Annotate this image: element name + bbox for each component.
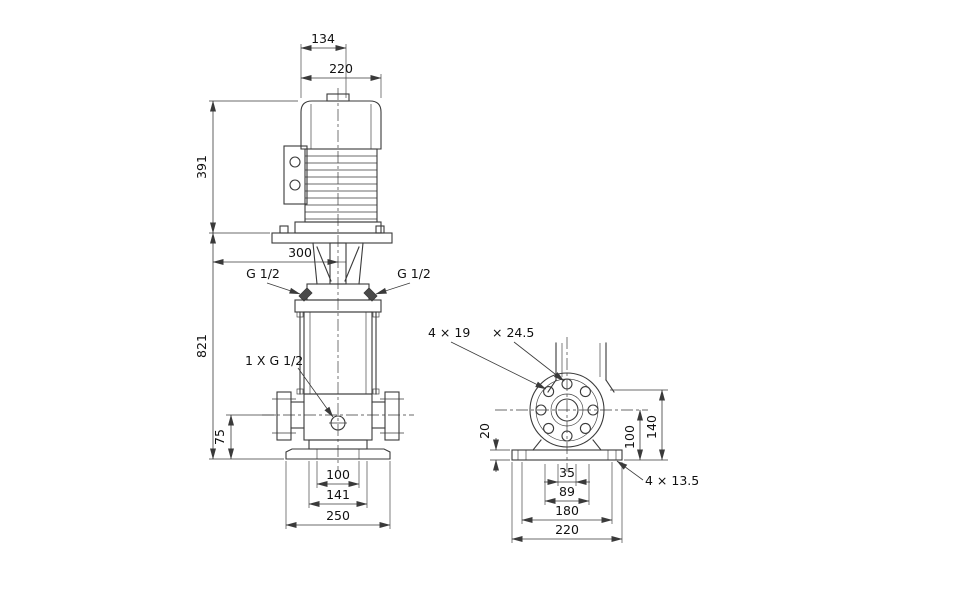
gauge-port-left-label: G 1/2 bbox=[246, 266, 280, 281]
dim-140: 140 bbox=[644, 415, 659, 439]
cable-entry-bottom bbox=[289, 179, 301, 191]
gauge-port-right-boss bbox=[363, 287, 378, 302]
front-view-dimensions: 134 220 391 821 300 75 100 bbox=[194, 31, 431, 529]
flange-holes-label: 4 × 19 bbox=[428, 325, 470, 340]
flange-spotface-label: × 24.5 bbox=[492, 325, 534, 340]
front-view: 134 220 391 821 300 75 100 bbox=[194, 31, 431, 529]
dim-821: 821 bbox=[194, 334, 209, 358]
gauge-port-right-label: G 1/2 bbox=[397, 266, 431, 281]
pump-base bbox=[285, 439, 391, 460]
drain-port-label: 1 X G 1/2 bbox=[245, 353, 303, 368]
drain-port bbox=[329, 415, 347, 431]
dim-220-side: 220 bbox=[555, 522, 579, 537]
discharge-flange bbox=[371, 391, 404, 441]
side-view: 4 × 19 × 24.5 20 100 140 35 bbox=[428, 325, 699, 543]
cable-entry-top bbox=[289, 156, 301, 168]
dim-180: 180 bbox=[555, 503, 579, 518]
suction-flange bbox=[272, 391, 305, 441]
dim-100-front: 100 bbox=[326, 467, 350, 482]
dim-300: 300 bbox=[288, 245, 312, 260]
base-plate bbox=[285, 448, 391, 460]
terminal-box bbox=[283, 145, 308, 205]
chamber-stack bbox=[296, 311, 380, 441]
dim-141: 141 bbox=[326, 487, 350, 502]
dim-89: 89 bbox=[559, 484, 575, 499]
motor-fins bbox=[305, 155, 377, 220]
dim-100-side: 100 bbox=[622, 425, 637, 449]
dim-35: 35 bbox=[559, 465, 575, 480]
gauge-port-left-boss bbox=[298, 287, 313, 302]
dim-250: 250 bbox=[326, 508, 350, 523]
base-holes-label: 4 × 13.5 bbox=[645, 473, 699, 488]
side-view-dimensions: 4 × 19 × 24.5 20 100 140 35 bbox=[428, 325, 699, 543]
dim-220-motor: 220 bbox=[329, 61, 353, 76]
motor-housing bbox=[300, 100, 382, 150]
dim-134: 134 bbox=[311, 31, 335, 46]
dim-20: 20 bbox=[477, 423, 492, 439]
dim-391: 391 bbox=[194, 155, 209, 179]
dim-75: 75 bbox=[212, 429, 227, 445]
